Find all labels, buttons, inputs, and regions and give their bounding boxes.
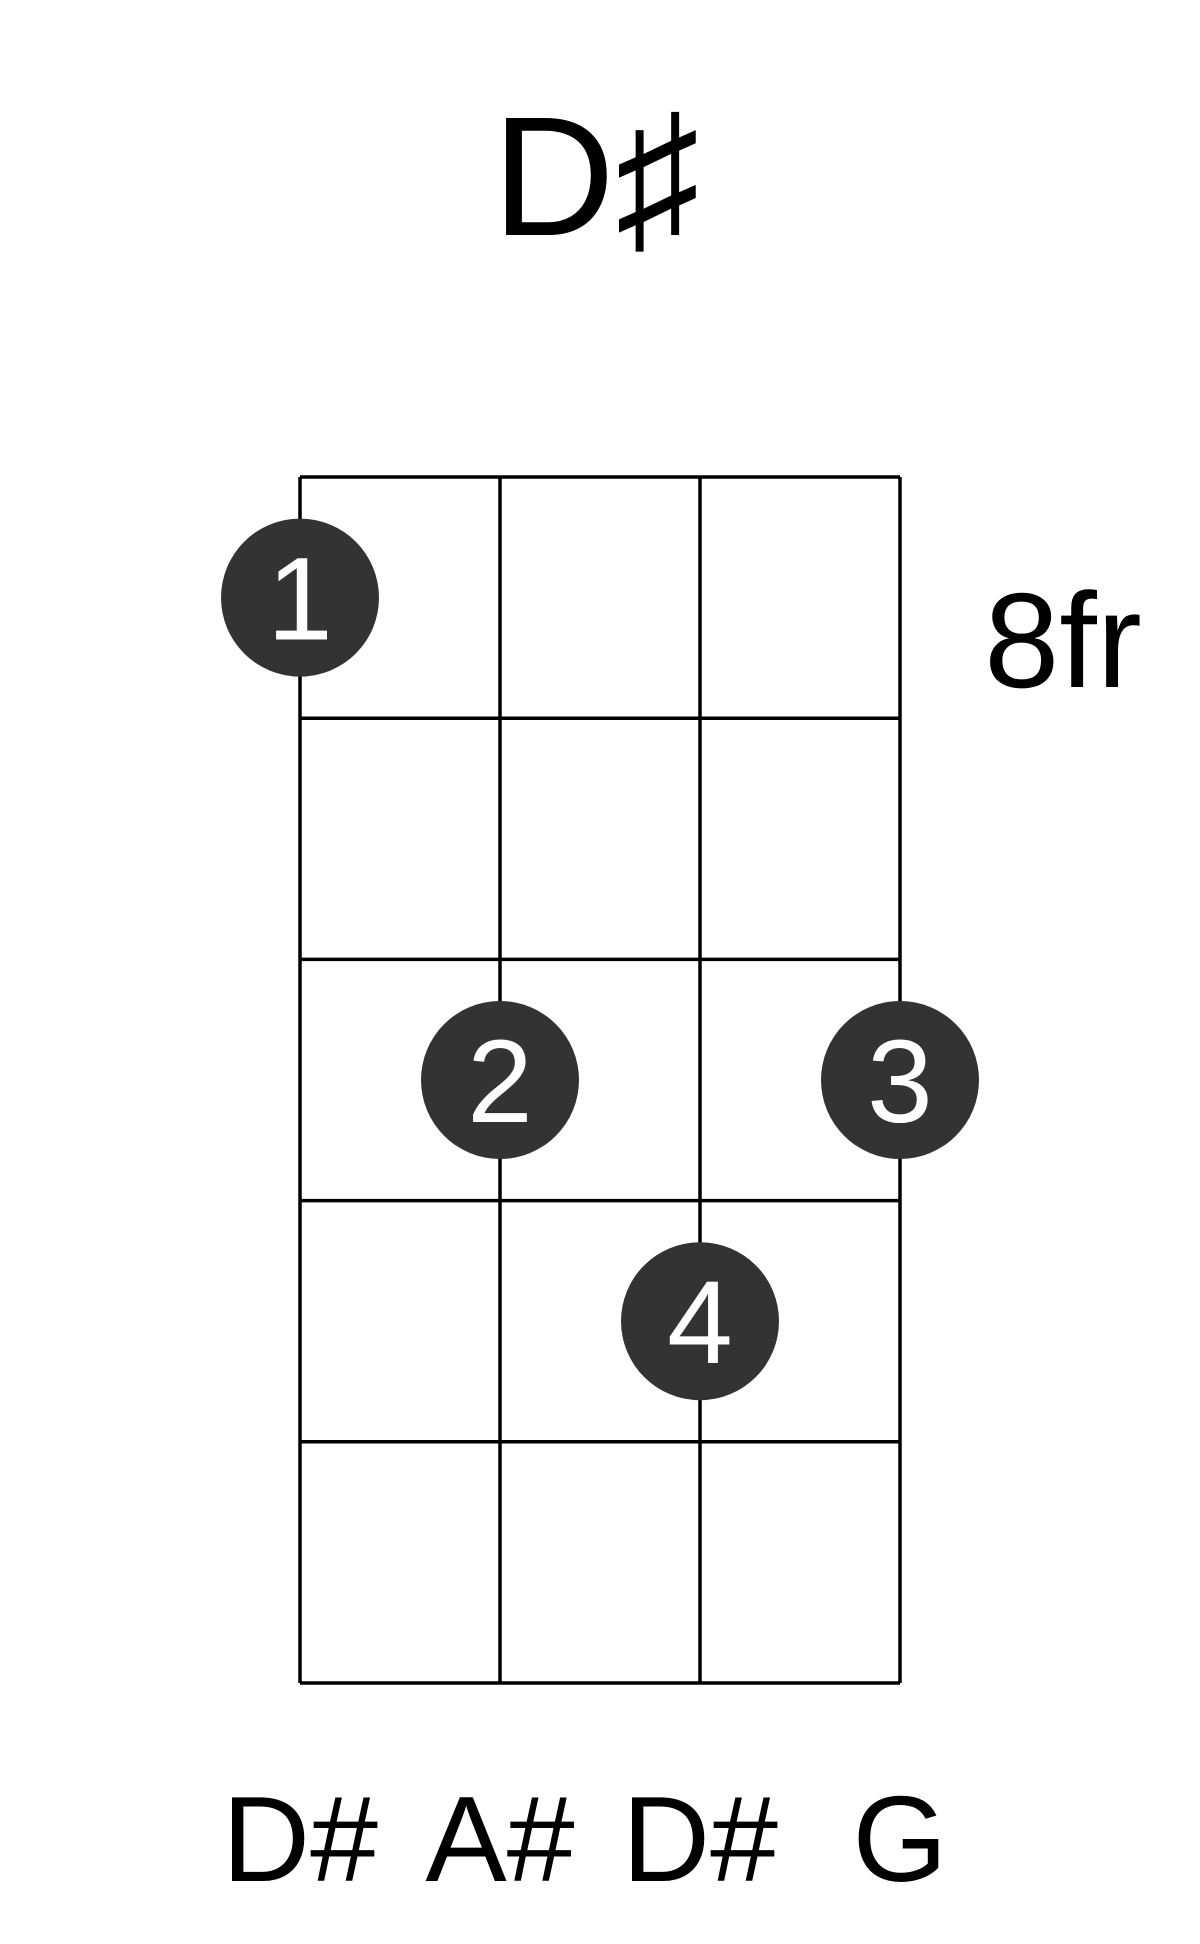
finger-dot-4: 4 [621,1242,779,1401]
finger-number: 4 [667,1257,733,1389]
string-note-2: A# [425,1771,574,1907]
finger-dot-circle [421,1001,579,1159]
finger-dot-circle [221,518,379,677]
string-note-3: D# [622,1771,778,1907]
finger-number: 1 [267,534,333,666]
finger-number: 3 [867,1016,933,1148]
string-note-labels: D# A# D# G [222,1771,947,1907]
fret-position-label: 8fr [984,565,1142,716]
string-note-1: D# [222,1771,378,1907]
string-note-4: G [853,1771,948,1907]
finger-dot-2: 2 [421,1001,579,1159]
finger-dot-circle [621,1242,779,1401]
finger-dot-1: 1 [221,518,379,677]
finger-number: 2 [467,1016,533,1148]
fretboard-grid [298,475,902,1685]
finger-dot-3: 3 [821,1001,979,1159]
finger-dots: 1 2 3 4 [221,518,979,1401]
chord-title: D♯ [492,82,700,272]
finger-dot-circle [821,1001,979,1159]
